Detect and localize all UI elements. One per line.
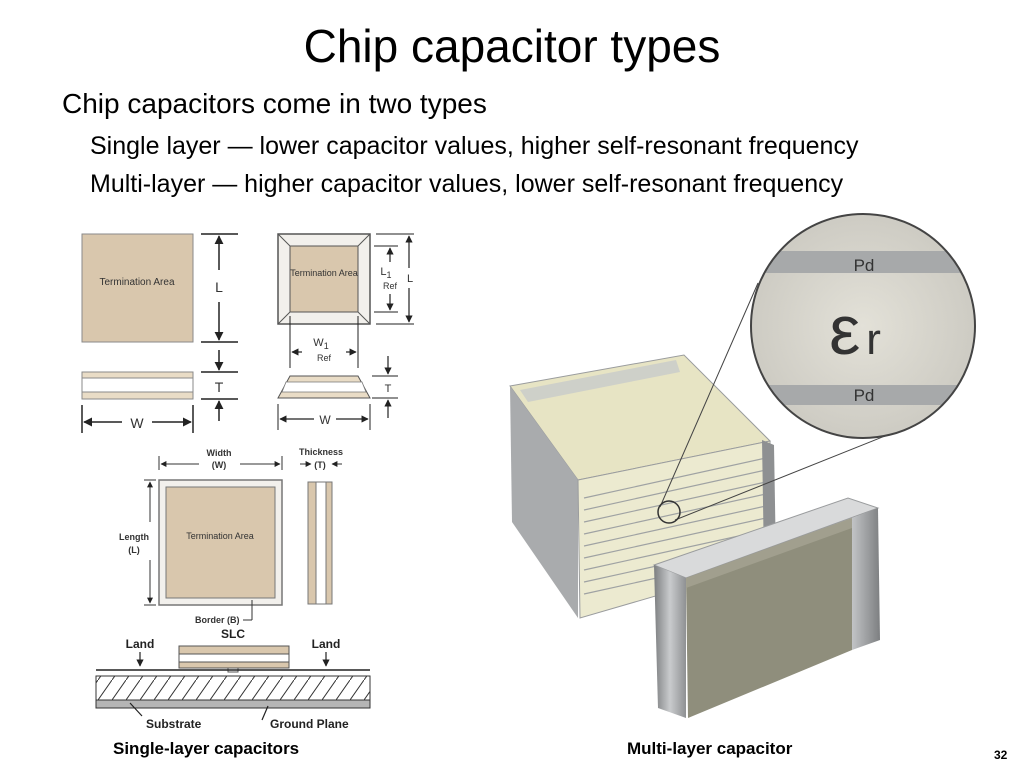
diagram-c-thickness-label: Thickness	[299, 447, 343, 457]
diagram-c-termination-label: Termination Area	[186, 531, 254, 541]
diagram-b-length-label: L	[407, 273, 413, 285]
slide-title: Chip capacitor types	[303, 20, 721, 72]
diagram-c-thickness-symbol: (T)	[314, 460, 326, 470]
diagram-c-ground-plane-label: Ground Plane	[270, 717, 349, 731]
diagram-c-width-symbol: (W)	[212, 460, 227, 470]
diagram-c-slc-dimensions: Width (W) Thickness (T) Termination Area…	[95, 447, 371, 731]
caption-single-layer: Single-layer capacitors	[113, 739, 300, 758]
diagram-b-single-layer-bordered: Termination Area L1 Ref L W1 Ref T W	[277, 233, 414, 430]
diagram-a-width-label: W	[130, 415, 144, 431]
diagram-c-length-label: Length	[119, 532, 149, 542]
diagram-a-single-layer-plain: Termination Area L T W	[81, 233, 238, 433]
caption-multi-layer: Multi-layer capacitor	[627, 739, 793, 758]
diagram-b-w1-label: W1	[313, 337, 328, 351]
diagram-c-length-symbol: (L)	[128, 545, 140, 555]
diagram-b-termination-label: Termination Area	[290, 268, 358, 278]
diagram-b-l1-ref-label: Ref	[383, 281, 398, 291]
diagram-a-termination-label: Termination Area	[99, 277, 174, 288]
page-number: 32	[994, 748, 1008, 762]
diagram-c-land-right-label: Land	[312, 637, 341, 651]
zoom-target-circle	[657, 500, 681, 524]
diagram-c-land-left-label: Land	[126, 637, 155, 651]
diagram-a-thickness-label: T	[215, 379, 224, 395]
diagram-b-thickness-label: T	[385, 383, 392, 395]
diagram-c-slc-label: SLC	[221, 627, 245, 641]
diagram-c-substrate-label: Substrate	[146, 717, 202, 731]
magnifier-pd-bottom-label: Pd	[854, 386, 875, 405]
sub-bullet-multi-layer: Multi-layer — higher capacitor values, l…	[90, 170, 844, 198]
diagram-b-width-label: W	[319, 413, 331, 427]
sub-bullet-single-layer: Single layer — lower capacitor values, h…	[90, 132, 859, 160]
diagram-c-border-label: Border (B)	[195, 615, 240, 625]
diagram-a-length-label: L	[215, 279, 223, 295]
diagram-b-l1-label: L1	[380, 266, 391, 280]
diagram-b-w1-ref-label: Ref	[317, 353, 332, 363]
main-bullet: Chip capacitors come in two types	[62, 88, 487, 119]
diagram-c-width-label: Width	[207, 448, 232, 458]
magnifier-pd-top-label: Pd	[854, 256, 875, 275]
